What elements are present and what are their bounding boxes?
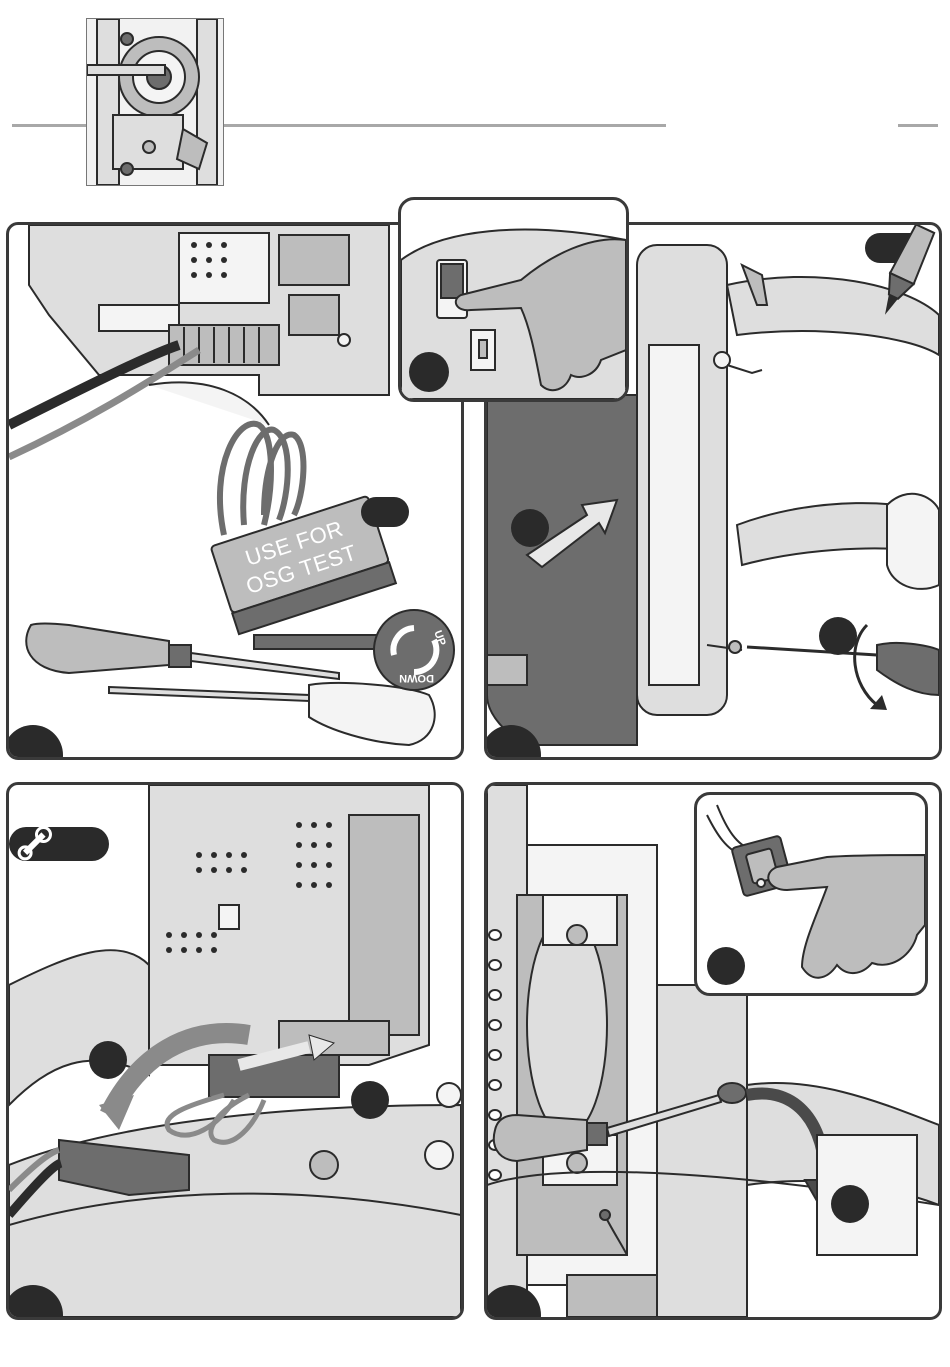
step-badge-lever (831, 1185, 869, 1223)
step-badge-insert (351, 1081, 389, 1119)
inset-step-badge (409, 352, 449, 392)
step-badge-screw (819, 617, 857, 655)
step-badge-cover (511, 509, 549, 547)
knob-label-down: DOWN (399, 672, 434, 684)
screwdriver-bit-icon (869, 222, 939, 329)
inset-step-badge (707, 947, 745, 985)
wrench-icon (15, 823, 55, 863)
step-badge-a (361, 497, 409, 527)
knob-label-up: UP (431, 629, 448, 647)
header-rule-left (12, 124, 87, 127)
header-rule-right (898, 124, 938, 127)
panel-connector-swap (6, 782, 464, 1320)
inset-power-switch (398, 197, 629, 402)
panel-osg-test-plug: USE FOR OSG TEST UP DOWN (6, 222, 464, 760)
header-rule-center (220, 124, 666, 127)
hand-pressing-icon (768, 855, 925, 978)
inset-rocker-switch (694, 792, 928, 996)
header-thumbnail (86, 18, 224, 186)
step-badge-remove (89, 1041, 127, 1079)
